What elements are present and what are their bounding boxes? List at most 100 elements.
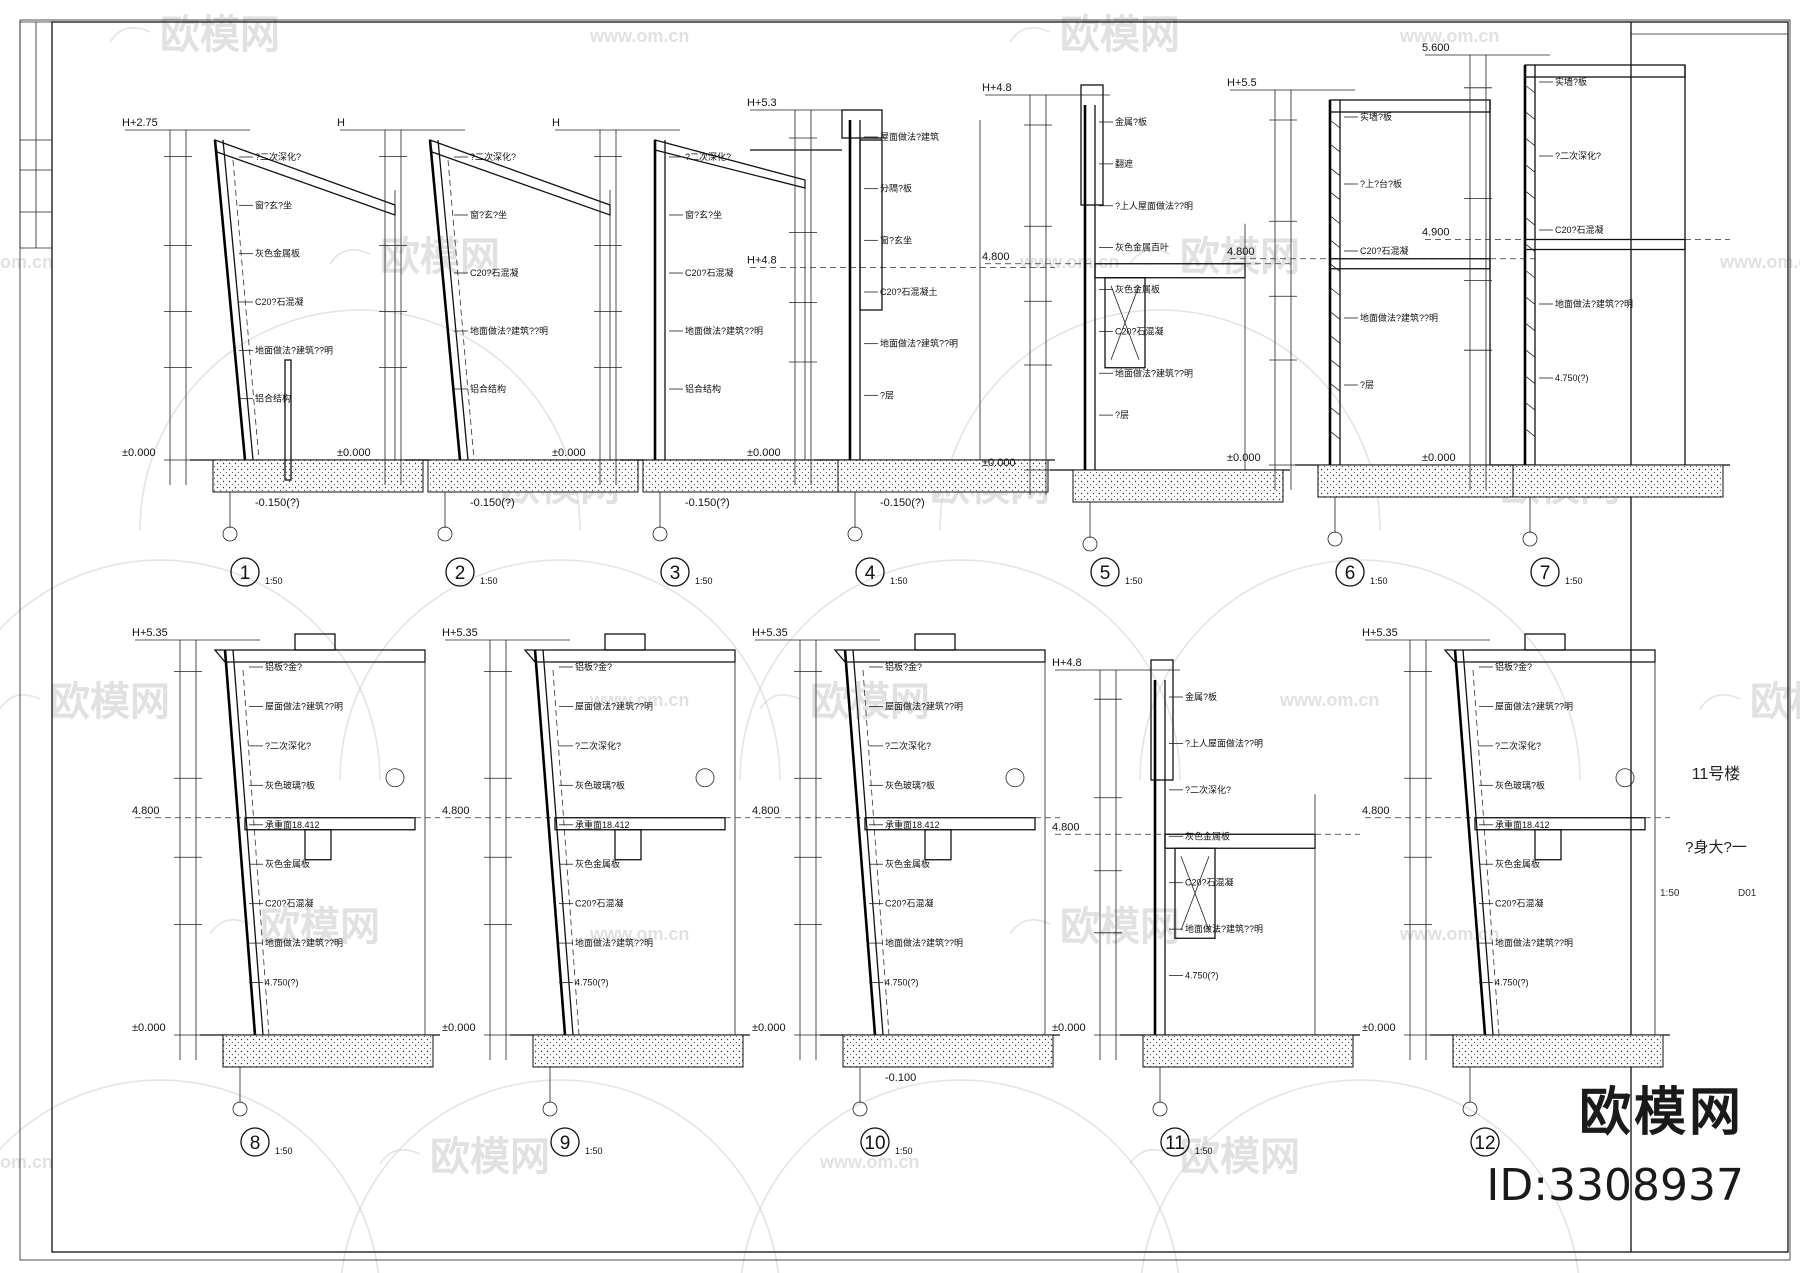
watermark-url: www.om.cn: [819, 1152, 919, 1172]
sheet-code: D01: [1738, 888, 1757, 899]
material-label: 灰色金属板: [1185, 830, 1230, 841]
ground-level-label: ±0.000: [752, 1022, 786, 1034]
top-level-label: H+4.8: [982, 82, 1012, 94]
material-label: 铝板?金?: [1495, 661, 1532, 672]
material-label: 铝板?金?: [885, 661, 922, 672]
material-label: 承重面18.412: [575, 819, 630, 830]
material-label: 屋面做法?建筑??明: [265, 700, 343, 711]
glazing-inner: [437, 139, 469, 461]
wall-hatch: [1524, 163, 1536, 173]
glazing-inner: [232, 649, 264, 1036]
material-label: 灰色金属板: [265, 858, 310, 869]
material-label: 屋面做法?建筑??明: [1495, 700, 1573, 711]
wall-hatch: [1524, 375, 1536, 385]
material-label: 地面做法?建筑??明: [1555, 298, 1633, 309]
binding-strip: [19, 21, 52, 249]
detail-scale: 1:50: [480, 576, 498, 586]
detail-scale: 1:50: [1370, 576, 1388, 586]
wall-hatch: [1524, 428, 1536, 437]
ground-level-label: ±0.000: [1052, 1022, 1086, 1034]
material-label: 灰色金属板: [255, 248, 300, 259]
material-label: 屋面做法?建筑: [880, 131, 939, 142]
wall-hatch: [1524, 269, 1536, 279]
material-label: 灰色玻璃?板: [885, 779, 935, 790]
gutter: [604, 633, 646, 651]
louver-box: [1104, 277, 1146, 369]
detail-5: H+4.84.800±0.000金属?板翻遮?上人屋面做法??明灰色金属百叶灰色…: [982, 82, 1290, 587]
axis-bubble: [1462, 1101, 1478, 1117]
watermark-brand: 欧模网: [50, 680, 170, 724]
bottom-level-label: -0.150(?): [685, 497, 730, 509]
material-label: 窗?玄坐: [880, 234, 912, 245]
detail-2: H±0.000-0.150(?)?二次深化?窗?玄?坐C20?石混凝地面做法?建…: [337, 117, 645, 587]
glazing-mullion: [232, 159, 260, 461]
top-level-label: H+5.35: [752, 627, 788, 639]
gutter: [294, 633, 336, 651]
detail-number: 3: [670, 563, 681, 584]
detail-number: 4: [865, 563, 876, 584]
glazing-mullion: [552, 669, 580, 1036]
metal-panel: [284, 359, 292, 481]
watermark-arc: [739, 559, 1181, 781]
watermark-url: www.om.cn: [1719, 252, 1800, 272]
foundation-hatch: [212, 459, 424, 493]
roof-edge: [654, 139, 806, 189]
detail-7: 5.6004.900±0.000实墙?板?二次深化?C20?石混凝地面做法?建筑…: [1422, 42, 1730, 587]
detail-number: 10: [864, 1133, 885, 1154]
material-label: 窗?玄?坐: [255, 199, 292, 210]
watermark-logo-icon: [109, 26, 151, 43]
detail-10: H+5.354.800±0.000-0.100铝板?金?屋面做法?建筑??明?二…: [752, 627, 1060, 1157]
top-level-label: H: [337, 117, 345, 129]
gutter: [1524, 633, 1566, 651]
mid-level-label: 4.800: [442, 805, 470, 817]
material-label: 灰色金属板: [1115, 284, 1160, 295]
glazing-mullion: [862, 669, 890, 1036]
wall-hatch: [1329, 311, 1341, 320]
mid-level-label: 4.900: [1422, 227, 1450, 239]
detail-ref-bubble: [1615, 768, 1635, 788]
material-label: 4.750(?): [885, 978, 919, 988]
sheet-name: ?身大?一: [1685, 839, 1747, 856]
material-label: 窗?玄?坐: [685, 209, 722, 220]
watermark-brand: 欧模网: [1060, 905, 1180, 949]
ground-level-label: ±0.000: [1422, 452, 1456, 464]
wall-hatch: [1524, 216, 1536, 226]
detail-number-bubble: [660, 557, 690, 587]
sloped-roof: [214, 139, 396, 216]
wall-hatch: [1524, 84, 1536, 94]
ground-level-label: ±0.000: [442, 1022, 476, 1034]
wall-hatch: [1329, 143, 1341, 153]
detail-scale: 1:50: [1125, 576, 1143, 586]
material-label: 地面做法?建筑??明: [880, 338, 958, 349]
mid-level-label: 4.800: [1052, 821, 1080, 833]
material-label: 地面做法?建筑??明: [1115, 367, 1193, 378]
wall-hatch: [1524, 401, 1536, 411]
watermark-logo-icon: [759, 693, 801, 710]
watermark-arc: [0, 1079, 380, 1273]
watermark-brand: 欧模网: [1180, 1135, 1300, 1179]
detail-6: H+5.54.800±0.000实墙?板?上?台?板C20?石混凝地面做法?建筑…: [1227, 77, 1535, 587]
sloped-glazing: [223, 649, 257, 1036]
detail-number: 9: [560, 1133, 571, 1154]
watermark-logo-icon: [1009, 26, 1051, 43]
detail-number: 7: [1540, 563, 1551, 584]
material-label: 铝板?金?: [575, 661, 612, 672]
axis-bubble: [652, 526, 668, 542]
wall-hatch: [1524, 137, 1536, 147]
detail-number-bubble: [1470, 1127, 1500, 1157]
canopy-slab: [833, 649, 1046, 663]
material-label: 地面做法?建筑??明: [470, 325, 548, 336]
watermark-arc: [0, 559, 381, 781]
watermark-url: www.om.cn: [1279, 690, 1379, 710]
wall-hatch: [1329, 287, 1341, 296]
foundation-hatch: [222, 1034, 434, 1068]
sheet-border-outer: [19, 19, 1791, 1261]
material-label: C20?石混凝: [1495, 899, 1544, 909]
wall-hatch: [1524, 322, 1536, 332]
glazing-inner: [542, 649, 574, 1036]
detail-11: H+4.84.800±0.000金属?板?上人屋面做法??明?二次深化?灰色金属…: [1052, 657, 1360, 1157]
detail-number-bubble: [1530, 557, 1560, 587]
material-label: 屋面做法?建筑??明: [885, 700, 963, 711]
wall-hatch: [1329, 191, 1341, 201]
